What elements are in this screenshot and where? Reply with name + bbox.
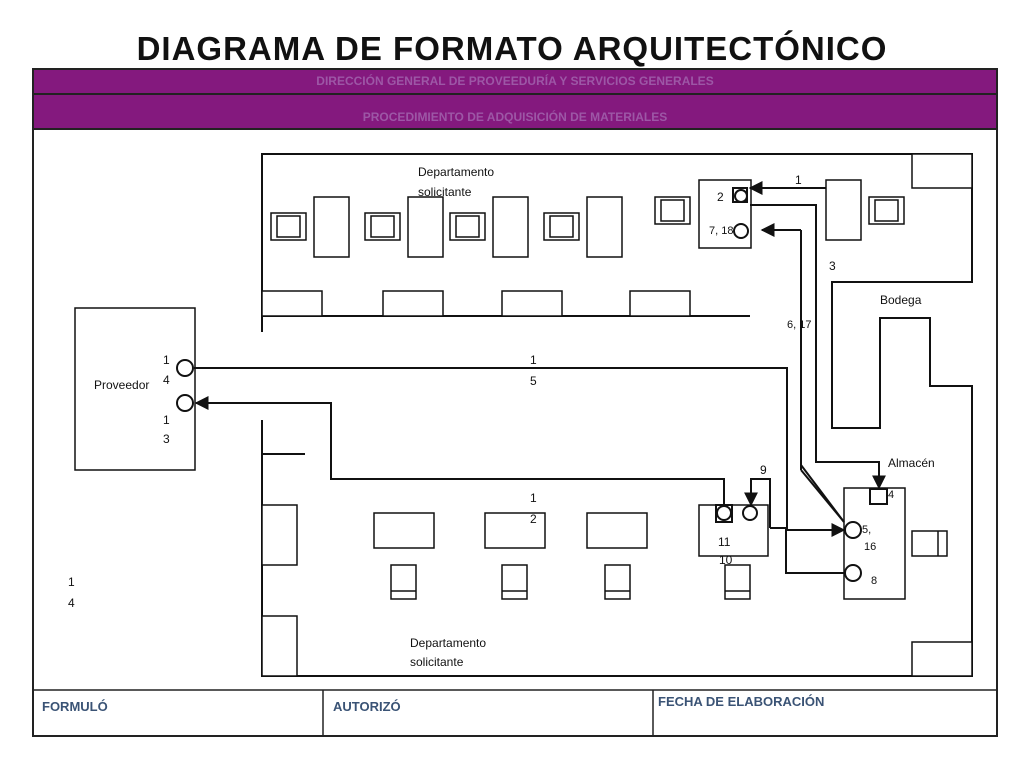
dept-bottom-label-line1: Departamento [410,636,486,650]
step-1-label: 1 [795,173,802,187]
step-15-label-line2: 5 [530,374,537,388]
step-12-label-line2: 2 [530,512,537,526]
step-14-prov-label-line1: 1 [163,353,170,367]
step-5-16-label-line2: 16 [864,541,876,553]
step-14-left-label-line1: 1 [68,575,75,589]
step-14-left-label-line2: 4 [68,596,75,610]
step-2-label: 2 [717,190,724,204]
proveedor-label: Proveedor [94,378,149,392]
step-10-label: 10 [719,553,733,567]
dept-top-label-line2: solicitante [418,185,472,199]
almacen-diagonal-line [800,469,845,523]
outer-frame [32,68,998,737]
header-procedure-band: PROCEDIMIENTO DE ADQUISICIÓN DE MATERIAL… [33,95,997,130]
footer-formulo-label: FORMULÓ [42,699,108,714]
step-11-label: 11 [718,535,731,549]
dept-bottom-label-line2: solicitante [410,655,464,669]
header-direction-band: DIRECCIÓN GENERAL DE PROVEEDURÍA Y SERVI… [33,69,997,95]
step-14-prov-label-line2: 4 [163,373,170,387]
step-13-label-line1: 1 [163,413,170,427]
proveedor-box [74,307,196,471]
footer-fecha-label: FECHA DE ELABORACIÓN [658,694,825,709]
top-dept-furniture [261,153,973,317]
step-8-label: 8 [871,575,877,587]
bodega-label: Bodega [880,293,922,307]
step-13-label-line2: 3 [163,432,170,446]
step-7-18-label: 7, 18 [709,225,733,237]
page-title: DIAGRAMA DE FORMATO ARQUITECTÓNICO [136,30,888,67]
step-symbols [176,187,888,582]
step-3-label: 3 [829,259,836,273]
step-4-label: 4 [888,489,894,501]
dept-top-label-line1: Departamento [418,165,494,179]
step-9-label: 9 [760,463,767,477]
bottom-dept-furniture [261,504,973,677]
footer-autorizo-label: AUTORIZÓ [333,699,401,714]
step-5-16-label-line1: 5, [862,524,871,536]
step-15-label-line1: 1 [530,353,537,367]
step-6-17-label: 6, 17 [787,319,811,331]
step-12-label-line1: 1 [530,491,537,505]
almacen-label: Almacén [888,456,935,470]
